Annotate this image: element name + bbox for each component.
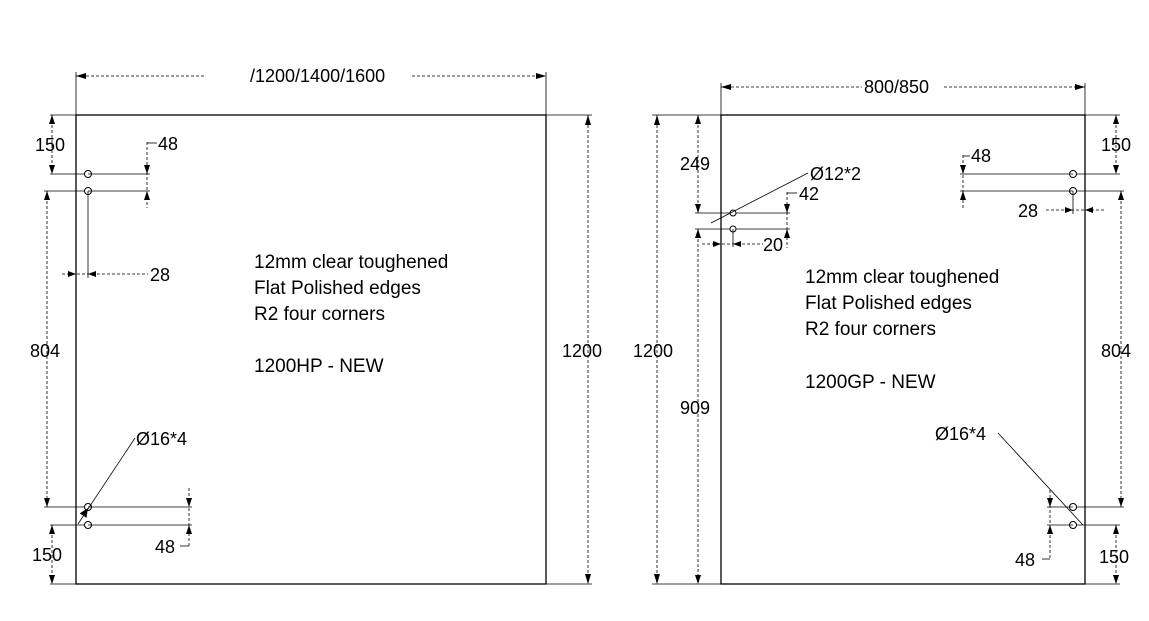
right-note-line-4: 1200GP - NEW xyxy=(805,372,936,393)
left-hole-pair-gap-label: 28 xyxy=(150,265,170,285)
left-bottom48-arrow-b xyxy=(186,525,192,534)
right-20-arrow-b xyxy=(733,241,741,247)
left-804-arrow-a xyxy=(44,191,50,200)
left-height-arrow-top xyxy=(585,115,591,125)
left-28-arrow-a xyxy=(68,271,76,277)
right-width-label: 800/850 xyxy=(864,77,929,97)
right-height-arrow-b xyxy=(654,574,660,584)
right-bottom-hole-edge-label: 48 xyxy=(1015,550,1035,570)
left-bottom-hole-edge-label: 48 xyxy=(155,537,175,557)
right-small-hole-gap-label: 20 xyxy=(763,235,783,255)
right-bottom150-arrow-a xyxy=(1113,525,1119,534)
right-top-hole-edge-label: 48 xyxy=(971,146,991,166)
right-left-lower-label: 909 xyxy=(680,398,710,418)
right-804-arrow-a xyxy=(1118,191,1124,200)
right-bottom150-arrow-b xyxy=(1113,575,1119,584)
left-height-label: 1200 xyxy=(562,341,602,361)
right-804-arrow-b xyxy=(1118,498,1124,507)
left-bottom150-arrow-a xyxy=(49,525,55,534)
left-bottom-offset-label: 150 xyxy=(32,545,62,565)
right-hole-callout: Ø16*4 xyxy=(935,424,986,444)
right-909-arrow-a xyxy=(695,229,701,238)
right-28-arrow-b xyxy=(1085,207,1093,213)
left-width-label: /1200/1400/1600 xyxy=(250,66,385,86)
left-note-line-4: 1200HP - NEW xyxy=(254,356,384,377)
right-small-hole-callout: Ø12*2 xyxy=(810,164,861,184)
left-top-offset-label: 150 xyxy=(35,135,65,155)
right-top48-arrow-b xyxy=(960,191,966,200)
right-small-hole-edge-label: 42 xyxy=(799,184,819,204)
right-width-arrow-b xyxy=(1075,84,1085,90)
right-bottom48-arrow-a xyxy=(1047,498,1053,507)
right-249-arrow-a xyxy=(695,115,701,124)
right-panel-drawing: 800/850 1200 249 909 42 20 Ø12*2 xyxy=(633,77,1131,585)
left-glass-panel-outline xyxy=(75,114,547,585)
right-top48-arrow-a xyxy=(960,165,966,174)
left-note-line-2: Flat Polished edges xyxy=(254,278,421,299)
right-909-arrow-b xyxy=(695,575,701,584)
right-bottom48-arrow-b xyxy=(1047,525,1053,534)
left-top48-arrow-a xyxy=(144,165,150,174)
right-bottom-offset-label: 150 xyxy=(1099,547,1129,567)
left-note-line-1: 12mm clear toughened xyxy=(254,252,448,273)
right-note-line-1: 12mm clear toughened xyxy=(805,267,999,288)
left-callout-arrow xyxy=(79,508,88,518)
left-top48-arrow-b xyxy=(144,191,150,200)
right-top-offset-label: 150 xyxy=(1101,135,1131,155)
right-28-arrow-a xyxy=(1065,207,1073,213)
left-width-arrow-right xyxy=(536,73,546,79)
left-hole-spacing-label: 804 xyxy=(30,341,60,361)
left-panel-drawing: /1200/1400/1600 1200 150 804 150 xyxy=(30,66,602,585)
right-note-line-3: R2 four corners xyxy=(805,319,936,340)
right-hole-spacing-label: 804 xyxy=(1101,341,1131,361)
right-top150-arrow-b xyxy=(1113,165,1119,174)
left-note-line-3: R2 four corners xyxy=(254,304,385,325)
left-hole-callout: Ø16*4 xyxy=(136,429,187,449)
right-top150-arrow-a xyxy=(1113,115,1119,124)
right-hole-pair-gap-label: 28 xyxy=(1018,201,1038,221)
right-width-arrow-a xyxy=(721,84,731,90)
right-20-arrow-a xyxy=(713,241,721,247)
left-top-hole-edge-label: 48 xyxy=(158,134,178,154)
left-top150-arrow-a xyxy=(49,115,55,124)
right-42-arrow-a xyxy=(784,204,790,213)
left-top150-arrow-b xyxy=(49,165,55,174)
right-42-arrow-b xyxy=(784,229,790,238)
left-bottom48-arrow-a xyxy=(186,498,192,507)
left-bottom150-arrow-b xyxy=(49,575,55,584)
right-small-hole-callout-leader xyxy=(710,172,809,224)
right-height-arrow-a xyxy=(654,115,660,125)
left-width-arrow-left xyxy=(76,73,86,79)
left-height-arrow-bottom xyxy=(585,574,591,584)
right-glass-panel-outline xyxy=(720,114,1086,585)
left-804-arrow-b xyxy=(44,498,50,507)
left-28-arrow-b xyxy=(88,271,96,277)
right-height-label: 1200 xyxy=(633,341,673,361)
right-hole-callout-leader xyxy=(997,432,1084,526)
right-note-line-2: Flat Polished edges xyxy=(805,293,972,314)
right-249-arrow-b xyxy=(695,204,701,213)
right-left-top-label: 249 xyxy=(680,154,710,174)
